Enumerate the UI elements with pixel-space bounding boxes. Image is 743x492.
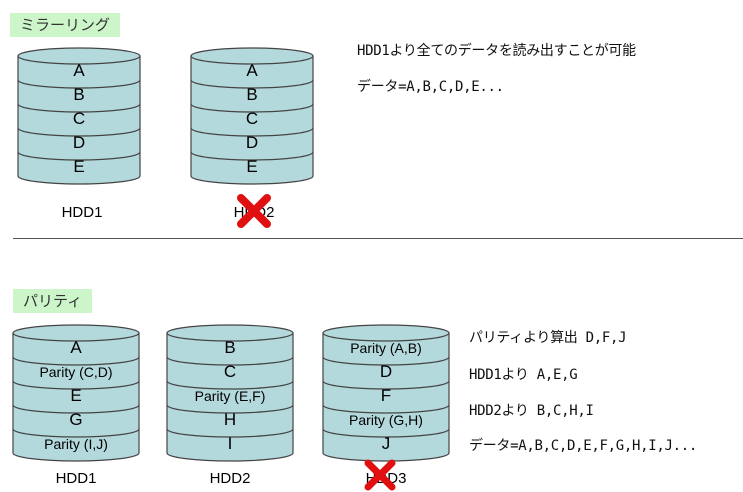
disk-slice-label: A [70,338,82,357]
disk-slice-label: Parity (E,F) [195,388,266,404]
mirroring-title: ミラーリング [10,13,121,37]
disk-slice-label: E [246,157,257,176]
section-divider [13,238,743,239]
mirroring-note-2: データ=A,B,C,D,E... [357,79,504,95]
disk-slice-label: E [70,386,81,405]
disk-slice-label: A [73,61,85,80]
disk-slice-label: C [224,362,236,381]
disk-slice-label: G [69,410,82,429]
disk-slice-label: D [246,133,258,152]
disk-slice-label: H [224,410,236,429]
mirroring-note-1: HDD1より全てのデータを読み出すことが可能 [357,43,636,59]
disk-slice-label: E [73,157,84,176]
disk-slice-label: F [381,386,391,405]
failed-x-icon [237,194,271,228]
parity-note-1: パリティより算出 D,F,J [469,330,627,346]
disk-slice-label: J [382,434,391,453]
disk-slice-label: B [73,85,84,104]
parity-title: パリティ [13,289,93,313]
disk-slice-label: B [224,338,235,357]
parity-disk-hdd2-label: HDD2 [209,470,251,487]
disk-slice-label: C [73,109,85,128]
parity-note-4: データ=A,B,C,D,E,F,G,H,I,J... [469,438,698,454]
parity-disk-hdd1-label: HDD1 [55,470,97,487]
mirroring-disk-hdd1-label: HDD1 [61,204,103,221]
disk-slice-label: A [246,61,258,80]
disk-slice-label: C [246,109,258,128]
disk-slice-label: Parity (I,J) [44,436,108,452]
disk-slice-label: Parity (C,D) [39,364,112,380]
disk-slice-label: D [380,362,392,381]
disk-slice-label: D [73,133,85,152]
parity-note-3: HDD2より B,C,H,I [469,403,594,419]
failed-x-icon [364,459,396,491]
disk-slice-label: I [228,434,233,453]
disk-slice-label: Parity (A,B) [350,340,422,356]
parity-note-2: HDD1より A,E,G [469,367,578,383]
disk-slice-label: Parity (G,H) [349,412,423,428]
disk-slice-label: B [246,85,257,104]
